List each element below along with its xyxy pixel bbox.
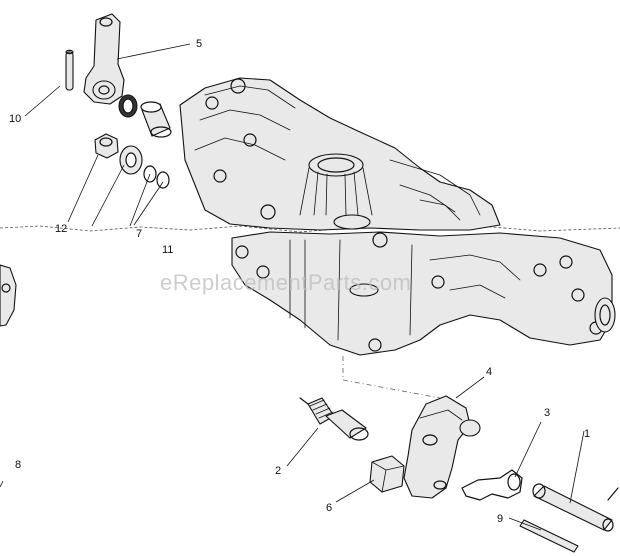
leader-lines <box>0 43 585 531</box>
watermark-text: eReplacementParts.com <box>160 270 411 295</box>
part-5-lever-arm <box>83 13 138 118</box>
callout-5: 5 <box>196 38 202 50</box>
callout-6: 6 <box>326 502 332 514</box>
callout-8: 8 <box>15 459 21 471</box>
part-12-nut <box>94 133 119 159</box>
part-10-roll-pin <box>65 49 74 91</box>
part-2-shaft <box>299 397 369 441</box>
upper-housing <box>179 77 501 231</box>
part-7-o-ring <box>143 165 157 183</box>
callout-9: 9 <box>497 513 503 525</box>
part-8-side-component <box>0 264 17 327</box>
callout-11: 11 <box>162 244 173 256</box>
part-11-o-ring <box>156 171 170 189</box>
callout-numbers: 1 2 3 4 5 6 7 8 9 10 11 12 <box>9 38 590 525</box>
washer <box>119 145 143 175</box>
callout-1: 1 <box>584 428 590 440</box>
lower-housing <box>231 231 616 356</box>
callout-7: 7 <box>136 228 142 240</box>
callout-10: 10 <box>9 113 21 125</box>
part-6-block <box>369 455 405 493</box>
part-3-spring-clip <box>461 469 523 501</box>
bushing <box>140 101 172 138</box>
callout-4: 4 <box>486 366 492 378</box>
part-9-rod <box>519 519 579 553</box>
callout-12: 12 <box>55 223 67 235</box>
alignment-line <box>342 356 441 399</box>
callout-2: 2 <box>275 465 281 477</box>
part-1-axle-pin <box>532 483 619 532</box>
callout-3: 3 <box>544 407 550 419</box>
part-4-bracket <box>403 395 481 499</box>
